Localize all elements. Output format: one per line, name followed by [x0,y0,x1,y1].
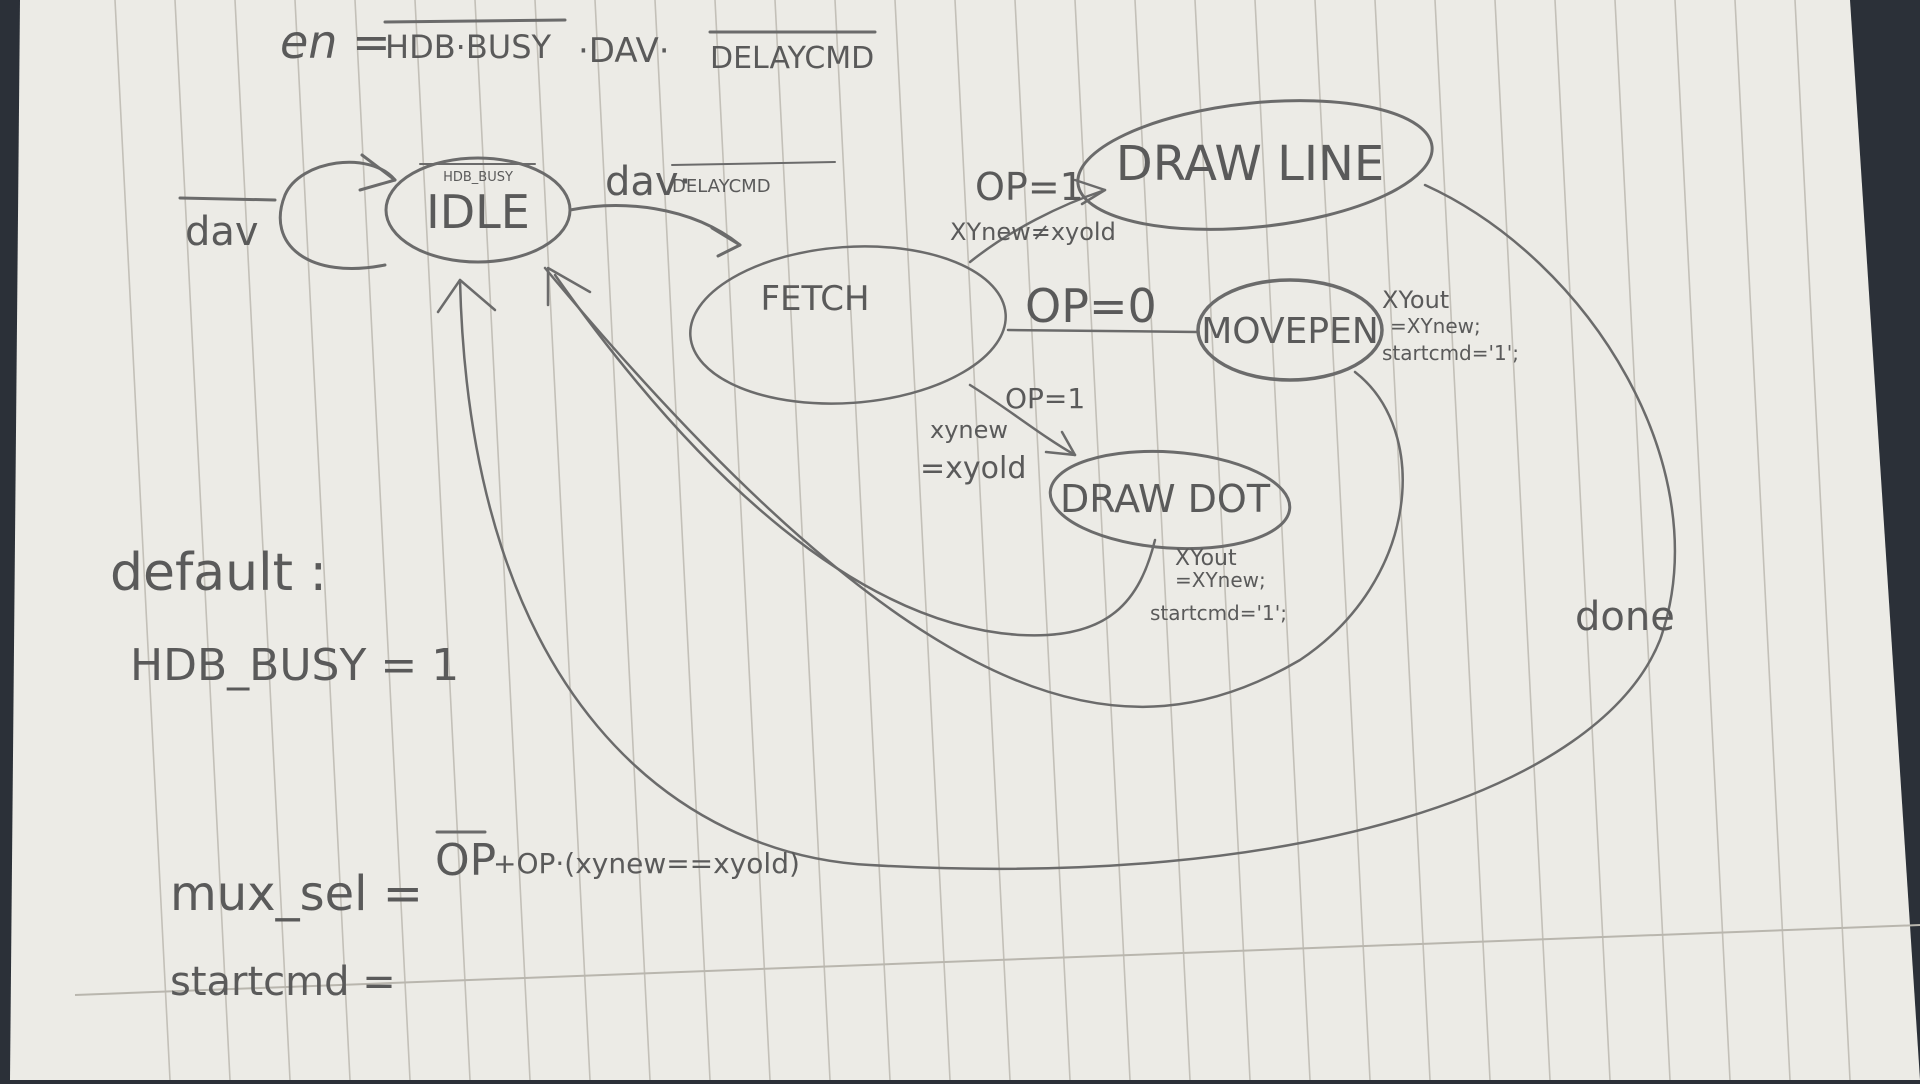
self-loop-arrowhead-icon [358,153,397,192]
state-move-pen-action-1: XYout [1382,286,1449,314]
state-draw-dot-action-3: startcmd='1'; [1150,601,1287,625]
state-draw-dot [1048,449,1292,551]
ruled-line [1134,0,1191,1081]
ruled-line [1194,0,1251,1081]
idle-fetch-arrowhead-icon [710,226,742,258]
en-equation-term1: HDB·BUSY [385,28,552,66]
state-move-pen [1196,278,1384,382]
ruled-line [294,0,351,1081]
paper-sheet [10,0,1920,1080]
state-move-pen-label: MOVEPEN [1201,311,1379,352]
state-draw-line-label: DRAW LINE [1116,136,1384,192]
ruled-line [594,0,651,1081]
transition-fetch-to-draw-dot [968,383,1077,457]
idle-return-arrowhead-icon [546,266,592,307]
ruled-line [714,0,771,1081]
fetch-draw-dot-arrowhead-icon [1044,430,1077,457]
transition-draw-line-cond: OP=1 [975,165,1084,209]
state-fetch [689,245,1007,405]
default-label: default : [110,543,327,603]
ruled-line [1014,0,1071,1081]
ruled-line [174,0,231,1081]
ruled-line [234,0,291,1081]
default-value: HDB_BUSY = 1 [130,640,459,691]
transition-idle-fetch-overbar [671,161,836,166]
transition-idle-fetch-label-bar: DELAYCMD [672,176,771,197]
transition-draw-line-guard: XYnew≠xyold [950,218,1116,246]
ruled-line [834,0,891,1081]
mux-sel-prefix: mux_sel = [170,866,423,922]
startcmd-label: startcmd = [170,959,396,1005]
en-equation-prefix: en = [280,15,391,69]
transition-idle-fetch-label-pre: dav· [605,159,691,205]
transition-draw-dot-to-idle [553,273,1157,637]
state-draw-dot-action-1: XYout [1175,546,1237,571]
ruled-line [1614,0,1671,1081]
dav-input-stem [178,196,277,202]
mux-sel-op-bar: OP [435,835,496,886]
en-equation-mid: ·DAV· [578,31,670,71]
transition-draw-line-done-to-idle [458,183,1677,871]
ruled-line [354,0,411,1081]
transition-draw-dot-guard-2: =xyold [920,451,1026,486]
state-move-pen-action-3: startcmd='1'; [1382,341,1519,365]
transition-fetch-to-move-pen [1006,328,1200,334]
ruled-line [534,0,591,1081]
state-draw-dot-label: DRAW DOT [1060,477,1271,521]
ruled-line [1794,0,1851,1081]
transition-done-label: done [1575,594,1675,640]
en-term1-overbar [383,18,567,24]
ruled-line [654,0,711,1081]
state-draw-line [1076,99,1434,231]
transition-dav-label: dav [185,209,259,255]
ruled-line [1674,0,1731,1081]
transition-draw-dot-cond: OP=1 [1005,382,1085,415]
ruled-line [1074,0,1131,1081]
state-idle-label: IDLE [426,185,530,239]
ruled-lines [114,0,1851,1081]
ruled-line [1434,0,1491,1081]
idle-done-arrowhead-icon [436,278,497,314]
ruled-line [1254,0,1311,1081]
paper-horizontal-margin [74,924,1920,996]
ruled-line [1494,0,1551,1081]
transition-move-pen-to-idle [543,266,1404,709]
ruled-line [954,0,1011,1081]
ruled-line [1554,0,1611,1081]
en-equation-term2: DELAYCMD [710,41,874,76]
transition-move-pen-cond: OP=0 [1025,279,1157,333]
ruled-line [414,0,471,1081]
mux-sel-rest: +OP·(xynew==xyold) [493,847,800,880]
ruled-line [1374,0,1431,1081]
state-draw-dot-action-2: =XYnew; [1175,568,1266,592]
ruled-line [114,0,171,1081]
fetch-draw-line-arrowhead-icon [1073,178,1107,206]
transition-fetch-to-draw-line [968,188,1107,264]
ruled-line [1734,0,1791,1081]
state-idle-note: HDB_BUSY [443,170,513,185]
state-move-pen-action-2: =XYnew; [1390,314,1481,338]
ruled-line [474,0,531,1081]
transition-dav-self-loop [278,160,397,270]
ruled-line [1314,0,1371,1081]
transition-draw-dot-guard-1: xynew [930,416,1008,444]
ruled-line [894,0,951,1081]
state-fetch-label: FETCH [760,279,869,319]
